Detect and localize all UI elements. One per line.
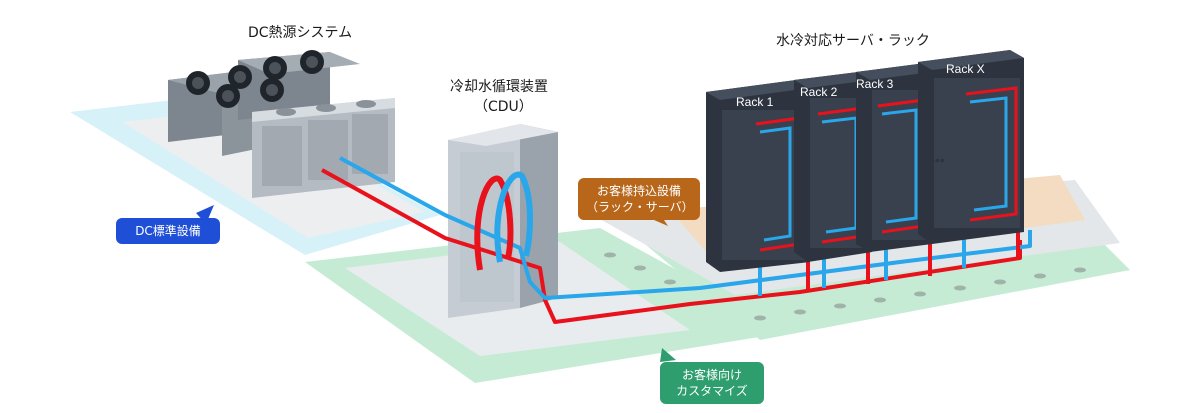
cold-pipe-main: [339, 156, 1032, 300]
rack-label: Rack 2: [800, 85, 838, 99]
customer-brought-bubble: お客様持込設備 （ラック・サーバ）: [578, 178, 700, 220]
floor-fixtures: [604, 252, 1086, 321]
dc-bubble-tail: [196, 205, 214, 224]
pipes: [321, 156, 1032, 324]
heat-source-label: DC熱源システム: [248, 25, 353, 41]
customer-custom-bubble: お客様向け カスタマイズ: [660, 362, 764, 404]
cdu-subtitle-label: （CDU）: [474, 99, 533, 115]
server-racks: [706, 50, 1024, 272]
more-racks-ellipsis: •••: [930, 152, 945, 168]
heat-source-units: [168, 50, 395, 198]
rack-label: Rack X: [946, 62, 985, 76]
racks-title-label: 水冷対応サーバ・ラック: [776, 33, 930, 49]
cdu-loop-blue: [494, 171, 533, 263]
rack-x-body: [918, 50, 1024, 244]
customer-custom-line2: カスタマイズ: [676, 384, 748, 398]
cdu-loop-red: [474, 175, 514, 271]
cdu-title-label: 冷却水循環装置: [450, 79, 548, 95]
custom-bubble-tail: [660, 348, 676, 362]
dc-standard-bubble: DC標準設備: [116, 218, 220, 244]
dc-standard-text: DC標準設備: [135, 224, 201, 238]
customer-custom-line1: お客様向け: [681, 368, 742, 382]
cdu-unit: [448, 124, 558, 318]
rack-label: Rack 1: [736, 95, 774, 109]
customer-brought-line1: お客様持込設備: [596, 184, 681, 198]
rack-label: Rack 3: [856, 77, 894, 91]
rack-1-body: [706, 80, 810, 272]
customer-brought-line2: （ラック・サーバ）: [586, 200, 694, 214]
